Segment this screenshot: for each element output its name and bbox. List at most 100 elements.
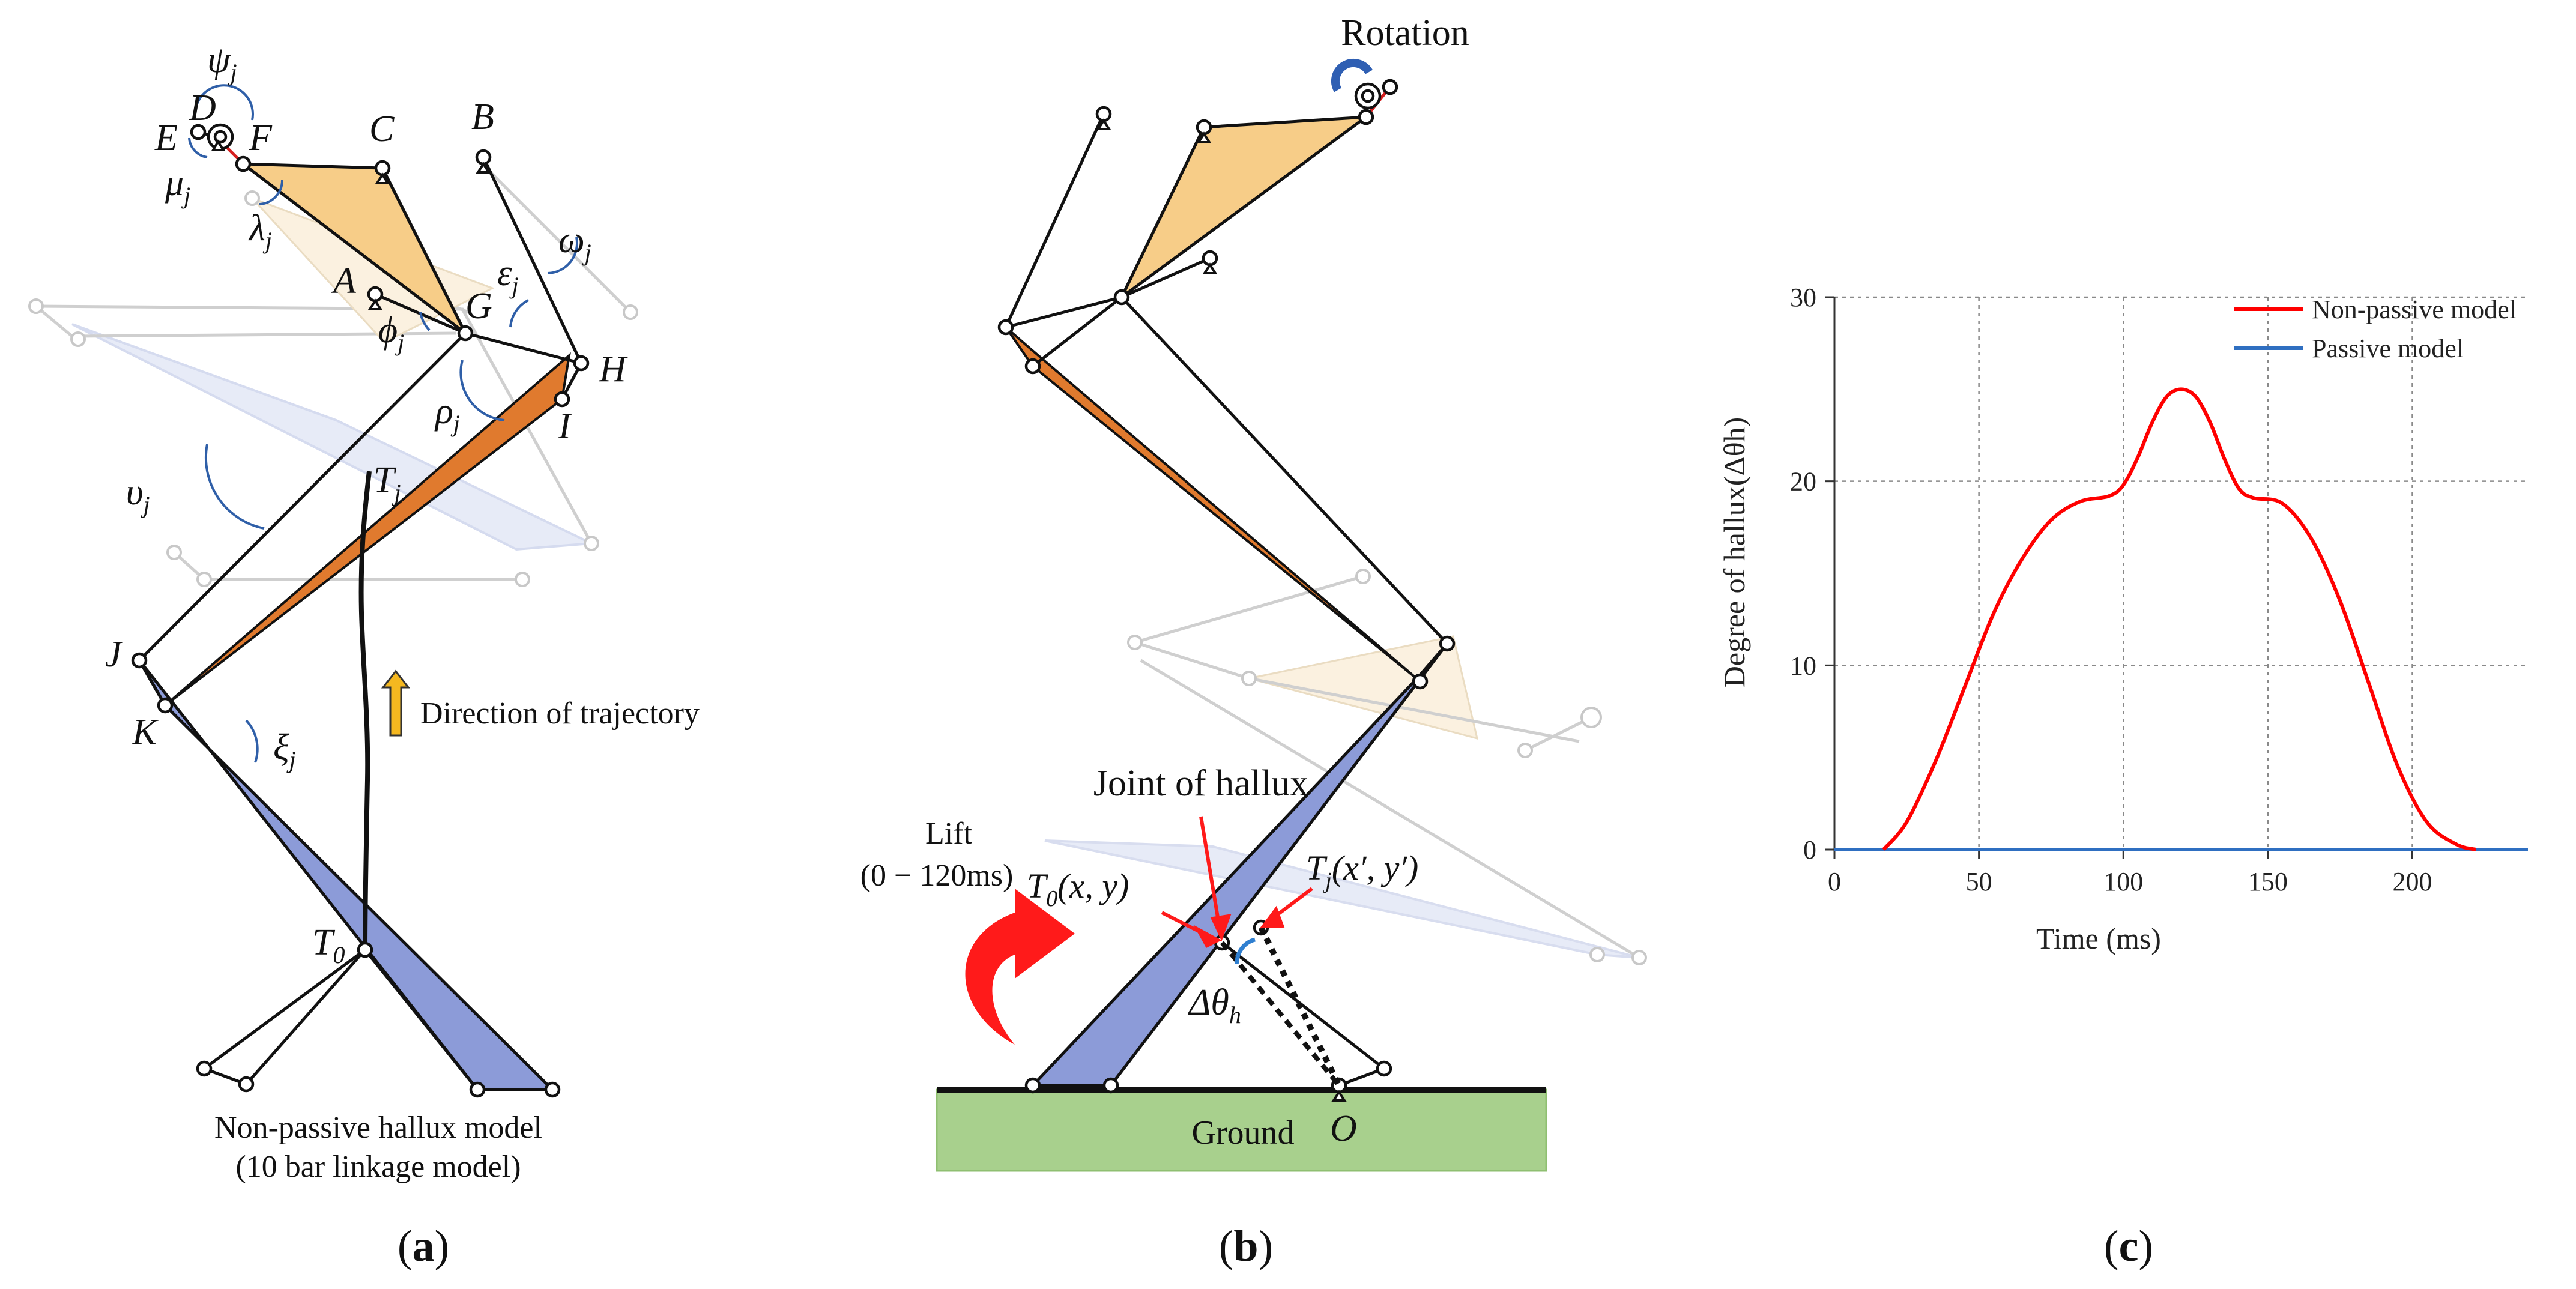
- b-pivot-3: [1202, 262, 1218, 274]
- arc-mu: [188, 137, 208, 158]
- ghost-b-joint-6: [1580, 707, 1602, 728]
- b-joint-10: [1439, 635, 1456, 652]
- joint-t0: [357, 941, 373, 958]
- label-e: E: [154, 118, 178, 158]
- ghost-joint-2: [70, 331, 86, 347]
- label-f: F: [249, 118, 273, 158]
- x-tick-label-200: 200: [2393, 867, 2432, 896]
- link-g-h: [465, 331, 582, 365]
- ground-block: [936, 1088, 1547, 1172]
- link-t0-2: [245, 949, 366, 1085]
- arc-omega: [547, 237, 578, 274]
- link-g-j: [138, 332, 467, 662]
- panel-a-joints: [131, 123, 590, 1098]
- label-c: C: [369, 109, 395, 149]
- lift-arrow-icon: [965, 889, 1075, 1045]
- arc-phi: [419, 312, 431, 331]
- delta-theta-arrow: [1235, 937, 1256, 964]
- b-joint-foot-1: [1024, 1077, 1041, 1094]
- ghost-b-link-4: [1524, 719, 1586, 752]
- label-a: A: [331, 261, 357, 301]
- label-xi: ξj: [273, 727, 296, 773]
- legend-label-non-passive-model: Non-passive model: [2312, 295, 2517, 324]
- joint-k: [157, 697, 174, 714]
- joint-foot-1: [469, 1081, 486, 1098]
- ghost-joint-7: [623, 304, 638, 320]
- label-i: I: [558, 406, 573, 447]
- panel-b-ghost-linkage: [1044, 569, 1647, 965]
- joint-i: [554, 391, 570, 408]
- trajectory-curve: [358, 471, 372, 950]
- panel-b-red-arrows: [1161, 816, 1313, 948]
- direction-legend-text: Direction of trajectory: [420, 696, 700, 731]
- ghost-b-joint-3: [1355, 569, 1371, 584]
- arc-psi: [194, 84, 254, 121]
- chart-x-axis-label: Time (ms): [2036, 922, 2161, 955]
- b-joint-3: [1358, 109, 1374, 125]
- b-pivot-o: [1331, 1090, 1347, 1102]
- chart-series: [1834, 387, 2528, 852]
- ghost-link-5: [479, 161, 632, 313]
- t0-coord-label: T0(x, y): [1027, 866, 1129, 911]
- joint-base-1: [196, 1060, 213, 1077]
- b-link-4: [1120, 296, 1448, 645]
- tj-coord-label: Tj(x′, y′): [1306, 848, 1418, 893]
- label-epsilon: εj: [497, 253, 519, 299]
- ghost-joint-5: [515, 572, 530, 587]
- label-lambda: λj: [248, 208, 272, 254]
- legend-label-passive-model: Passive model: [2312, 334, 2464, 363]
- x-tick-label-150: 150: [2248, 867, 2288, 896]
- joint-f: [235, 155, 252, 172]
- x-tick-label-0: 0: [1828, 867, 1841, 896]
- joint-of-hallux-label: Joint of hallux: [1093, 763, 1308, 804]
- panel-b-joints: [997, 79, 1456, 1102]
- ghost-joint-8: [244, 190, 260, 206]
- orange-link-b: [1005, 326, 1421, 683]
- label-psi: ψj: [207, 40, 237, 86]
- ghost-joint-3: [166, 545, 182, 560]
- label-rho: ρj: [434, 391, 460, 437]
- b-pivot-1: [1096, 118, 1111, 130]
- ghost-b-joint-1: [1127, 635, 1143, 650]
- label-b: B: [471, 97, 494, 137]
- lift-label-line2: (0 − 120ms): [860, 859, 1014, 893]
- label-h: H: [599, 349, 628, 390]
- b-joint-4-inner: [1361, 89, 1375, 103]
- ghost-b-joint-5: [1631, 950, 1647, 965]
- link-t0-foot: [364, 949, 479, 1091]
- y-tick-label-20: 20: [1790, 467, 1816, 497]
- joint-base-2: [238, 1076, 255, 1093]
- arc-upsilon: [205, 444, 265, 530]
- ghost-b-joint-4: [1589, 947, 1605, 962]
- panel-a-caption-line2: (10 bar linkage model): [235, 1150, 521, 1184]
- panel-a-caption-line1: Non-passive hallux model: [214, 1111, 542, 1145]
- direction-legend: Direction of trajectory: [381, 669, 700, 737]
- joint-g: [457, 325, 474, 342]
- label-g: G: [465, 286, 492, 327]
- red-arrow-t0-head: [1193, 925, 1222, 948]
- arc-rho: [459, 360, 505, 421]
- label-k: K: [132, 712, 159, 753]
- pivot-b: [476, 162, 491, 174]
- arc-lambda: [259, 180, 284, 205]
- chart-grid: [1834, 296, 2528, 850]
- label-upsilon: υj: [126, 472, 150, 518]
- red-arrow-tj-head: [1259, 905, 1285, 929]
- arc-xi: [245, 719, 259, 763]
- direction-arrow-icon: [381, 669, 411, 737]
- b-link-5: [1032, 296, 1123, 367]
- panel-a-angle-arcs: [188, 84, 578, 763]
- ghost-b-joint-7: [1517, 743, 1533, 758]
- pivot-a: [367, 298, 383, 310]
- b-joint-11: [1412, 673, 1429, 690]
- b-pivot-2: [1196, 131, 1212, 143]
- red-arrow-joint-head: [1210, 914, 1232, 941]
- b-joint-foot-2: [1102, 1077, 1119, 1094]
- ghost-b-link-1: [1134, 575, 1364, 644]
- ghost-b-joint-2: [1241, 671, 1257, 686]
- ground-label: Ground: [1191, 1114, 1294, 1152]
